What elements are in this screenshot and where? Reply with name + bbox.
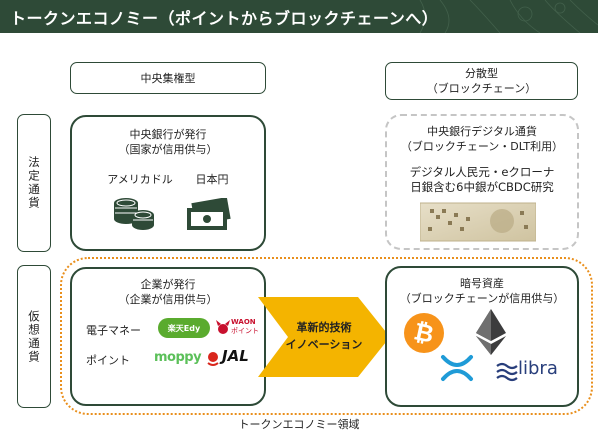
cbdc-subtitle: （ブロックチェーン・DLT利用）: [400, 140, 564, 153]
coins-icon: [114, 198, 154, 230]
decorative-pattern: [419, 0, 598, 33]
arrow-label: 革新的技術 イノベーション: [279, 319, 369, 353]
waon-logo-subtext: ポイント: [231, 327, 259, 335]
corp-credit: （企業が信用供与）: [118, 293, 218, 306]
ethereum-icon: [476, 309, 506, 355]
distributed-label-1: 分散型: [465, 67, 498, 80]
corp-issuer: 企業が発行: [140, 278, 196, 291]
page-title: トークンエコノミー（ポイントからブロックチェーンへ）: [10, 9, 439, 28]
legal-tender-label: 法定通貨: [27, 156, 41, 210]
title-bar: トークンエコノミー（ポイントからブロックチェーンへ）: [0, 0, 598, 33]
waon-dog-icon: [216, 320, 230, 334]
libra-waves-icon: [496, 362, 518, 382]
arrow-line-1: 革新的技術: [296, 321, 352, 334]
bitcoin-symbol: ₿: [411, 316, 437, 349]
currency-usd-label: アメリカドル: [107, 173, 173, 186]
column-header-centralized: 中央集権型: [70, 62, 266, 94]
token-economy-region: [60, 257, 593, 415]
moppy-logo: moppy: [154, 350, 202, 365]
bitcoin-icon: ₿: [404, 313, 444, 353]
cbdc-examples: デジタル人民元・eクローナ: [409, 165, 555, 179]
digital-banknote-image: [420, 202, 536, 242]
cbdc-title: 中央銀行デジタル通貨: [427, 125, 537, 138]
jal-logo: JAL: [222, 347, 249, 365]
column-header-distributed: 分散型 （ブロックチェーン）: [385, 62, 578, 100]
box-legal-centralized: [70, 115, 266, 251]
centralized-label: 中央集権型: [140, 71, 196, 85]
crypto-subtitle: （ブロックチェーンが信用供与）: [399, 292, 565, 305]
points-label: ポイント: [86, 354, 130, 367]
emoney-label: 電子マネー: [86, 324, 141, 337]
row-label-legal-tender: 法定通貨: [17, 114, 51, 252]
banknote-icon: [187, 198, 231, 230]
token-economy-label: トークンエコノミー領域: [238, 418, 360, 431]
virtual-currency-label: 仮想通貨: [27, 309, 41, 364]
legal-central-credit: （国家が信用供与）: [118, 143, 218, 156]
currency-jpy-label: 日本円: [195, 173, 229, 186]
waon-logo-text: WAON: [231, 318, 256, 326]
crane-mark-icon: [207, 352, 219, 366]
rakuten-edy-text: 楽天Edy: [167, 323, 201, 333]
crypto-title: 暗号資産: [460, 277, 504, 290]
distributed-label-2: （ブロックチェーン）: [426, 82, 537, 95]
rakuten-edy-logo: 楽天Edy: [158, 318, 210, 338]
cbdc-research: 日銀含む6中銀がCBDC研究: [410, 180, 554, 194]
libra-logo: libra: [518, 358, 558, 379]
row-label-virtual-currency: 仮想通貨: [17, 265, 51, 408]
innovation-arrow: [258, 297, 390, 377]
legal-central-issuer: 中央銀行が発行: [129, 128, 207, 141]
arrow-line-2: イノベーション: [285, 338, 363, 351]
ripple-icon: [441, 355, 473, 381]
